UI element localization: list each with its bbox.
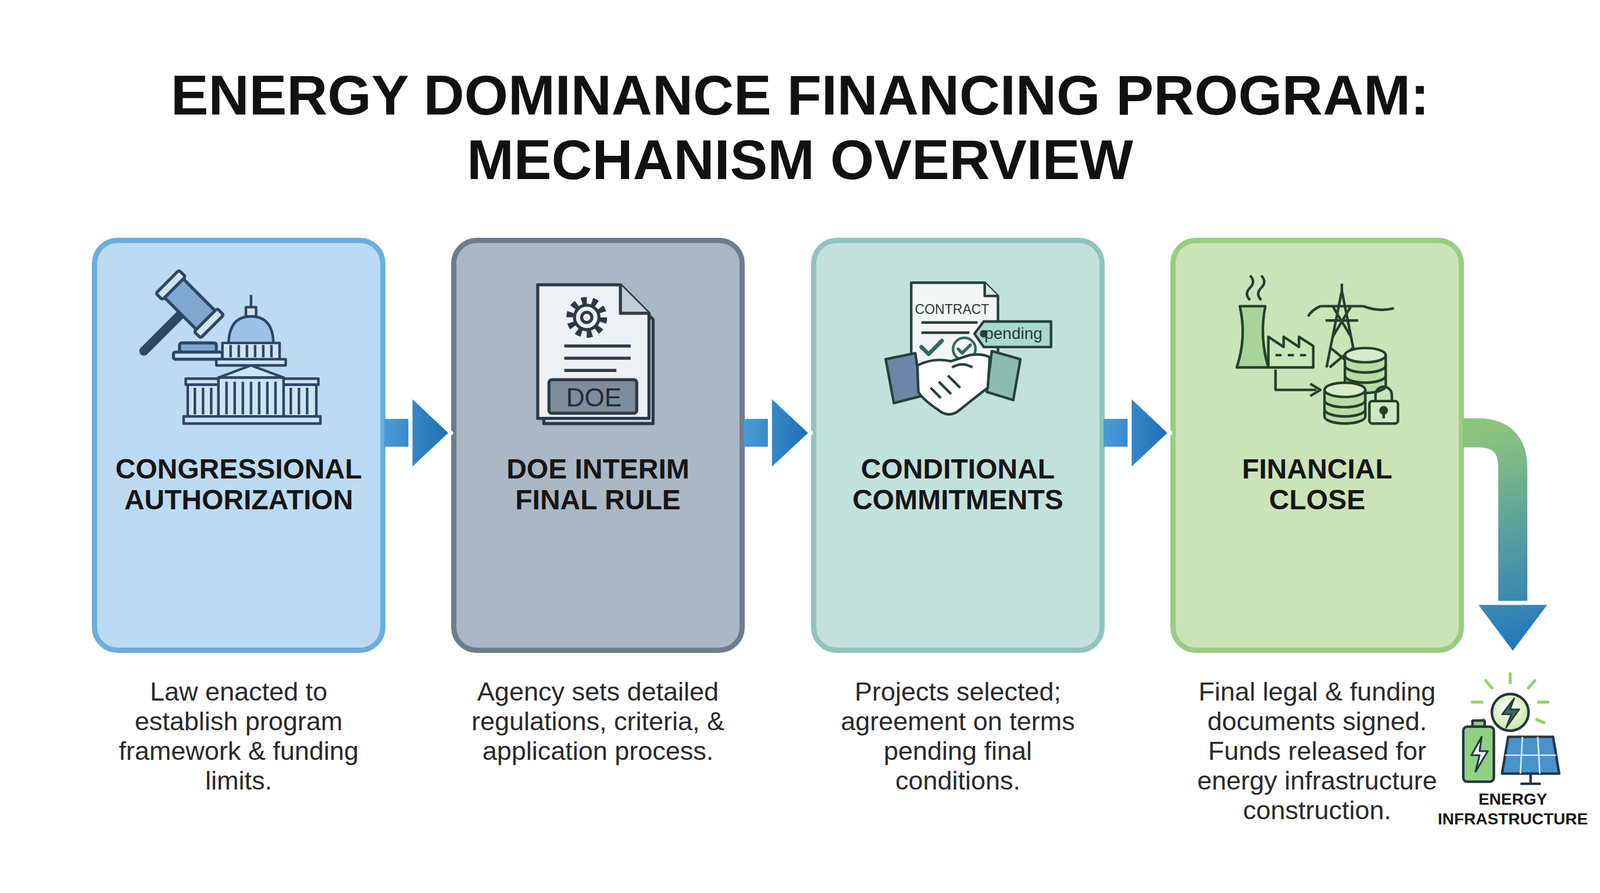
box-heading: CONDITIONAL COMMITMENTS xyxy=(836,453,1081,516)
icon-label: CONTRACT xyxy=(865,301,1040,318)
arrow-head xyxy=(769,394,812,472)
icon-label: DOE xyxy=(506,381,682,413)
power-plant-icon xyxy=(1236,275,1394,368)
arrow-head xyxy=(410,394,452,472)
arrow-shaft xyxy=(743,419,771,448)
energy-icon xyxy=(1463,673,1560,785)
flow-arrow xyxy=(384,394,452,472)
arrow-shaft xyxy=(1462,433,1513,605)
arrow-shaft xyxy=(384,419,412,448)
flow-arrow xyxy=(1462,433,1552,655)
flow-arrow xyxy=(743,394,812,472)
box-description: Law enacted to establish program framewo… xyxy=(108,676,370,796)
box-description: Agency sets detailed regulations, criter… xyxy=(467,676,730,766)
process-box: CONGRESSIONAL AUTHORIZATIONLaw enacted t… xyxy=(91,237,386,653)
process-box: FINANCIAL CLOSEFinal legal & funding doc… xyxy=(1170,237,1464,653)
box-heading: DOE INTERIM FINAL RULE xyxy=(476,453,721,516)
box-heading: FINANCIAL CLOSE xyxy=(1206,453,1428,516)
icon-caption: ENERGY INFRASTRUCTURE xyxy=(1428,789,1598,830)
diagram-title: ENERGY DOMINANCE FINANCING PROGRAM: MECH… xyxy=(102,62,1498,192)
box-description: Projects selected; agreement on terms pe… xyxy=(827,676,1089,796)
process-box: CONDITIONAL COMMITMENTSProjects selected… xyxy=(811,237,1105,653)
arrow-shaft xyxy=(1103,419,1131,448)
handshake-icon xyxy=(885,351,1021,415)
arrow-head xyxy=(1129,394,1171,472)
coins-lock-icon xyxy=(1275,348,1399,424)
arrow-head xyxy=(1474,602,1552,655)
icon-label: pending xyxy=(926,323,1101,344)
box-heading: CONGRESSIONAL AUTHORIZATION xyxy=(105,453,373,516)
capitol-icon xyxy=(183,294,321,424)
gavel-icon xyxy=(143,270,224,360)
process-box: DOE INTERIM FINAL RULEAgency sets detail… xyxy=(451,237,745,653)
flow-arrow xyxy=(1103,394,1171,472)
icon-node: ENERGY INFRASTRUCTURE xyxy=(1433,654,1592,829)
box-description: Final legal & funding documents signed. … xyxy=(1186,676,1449,825)
